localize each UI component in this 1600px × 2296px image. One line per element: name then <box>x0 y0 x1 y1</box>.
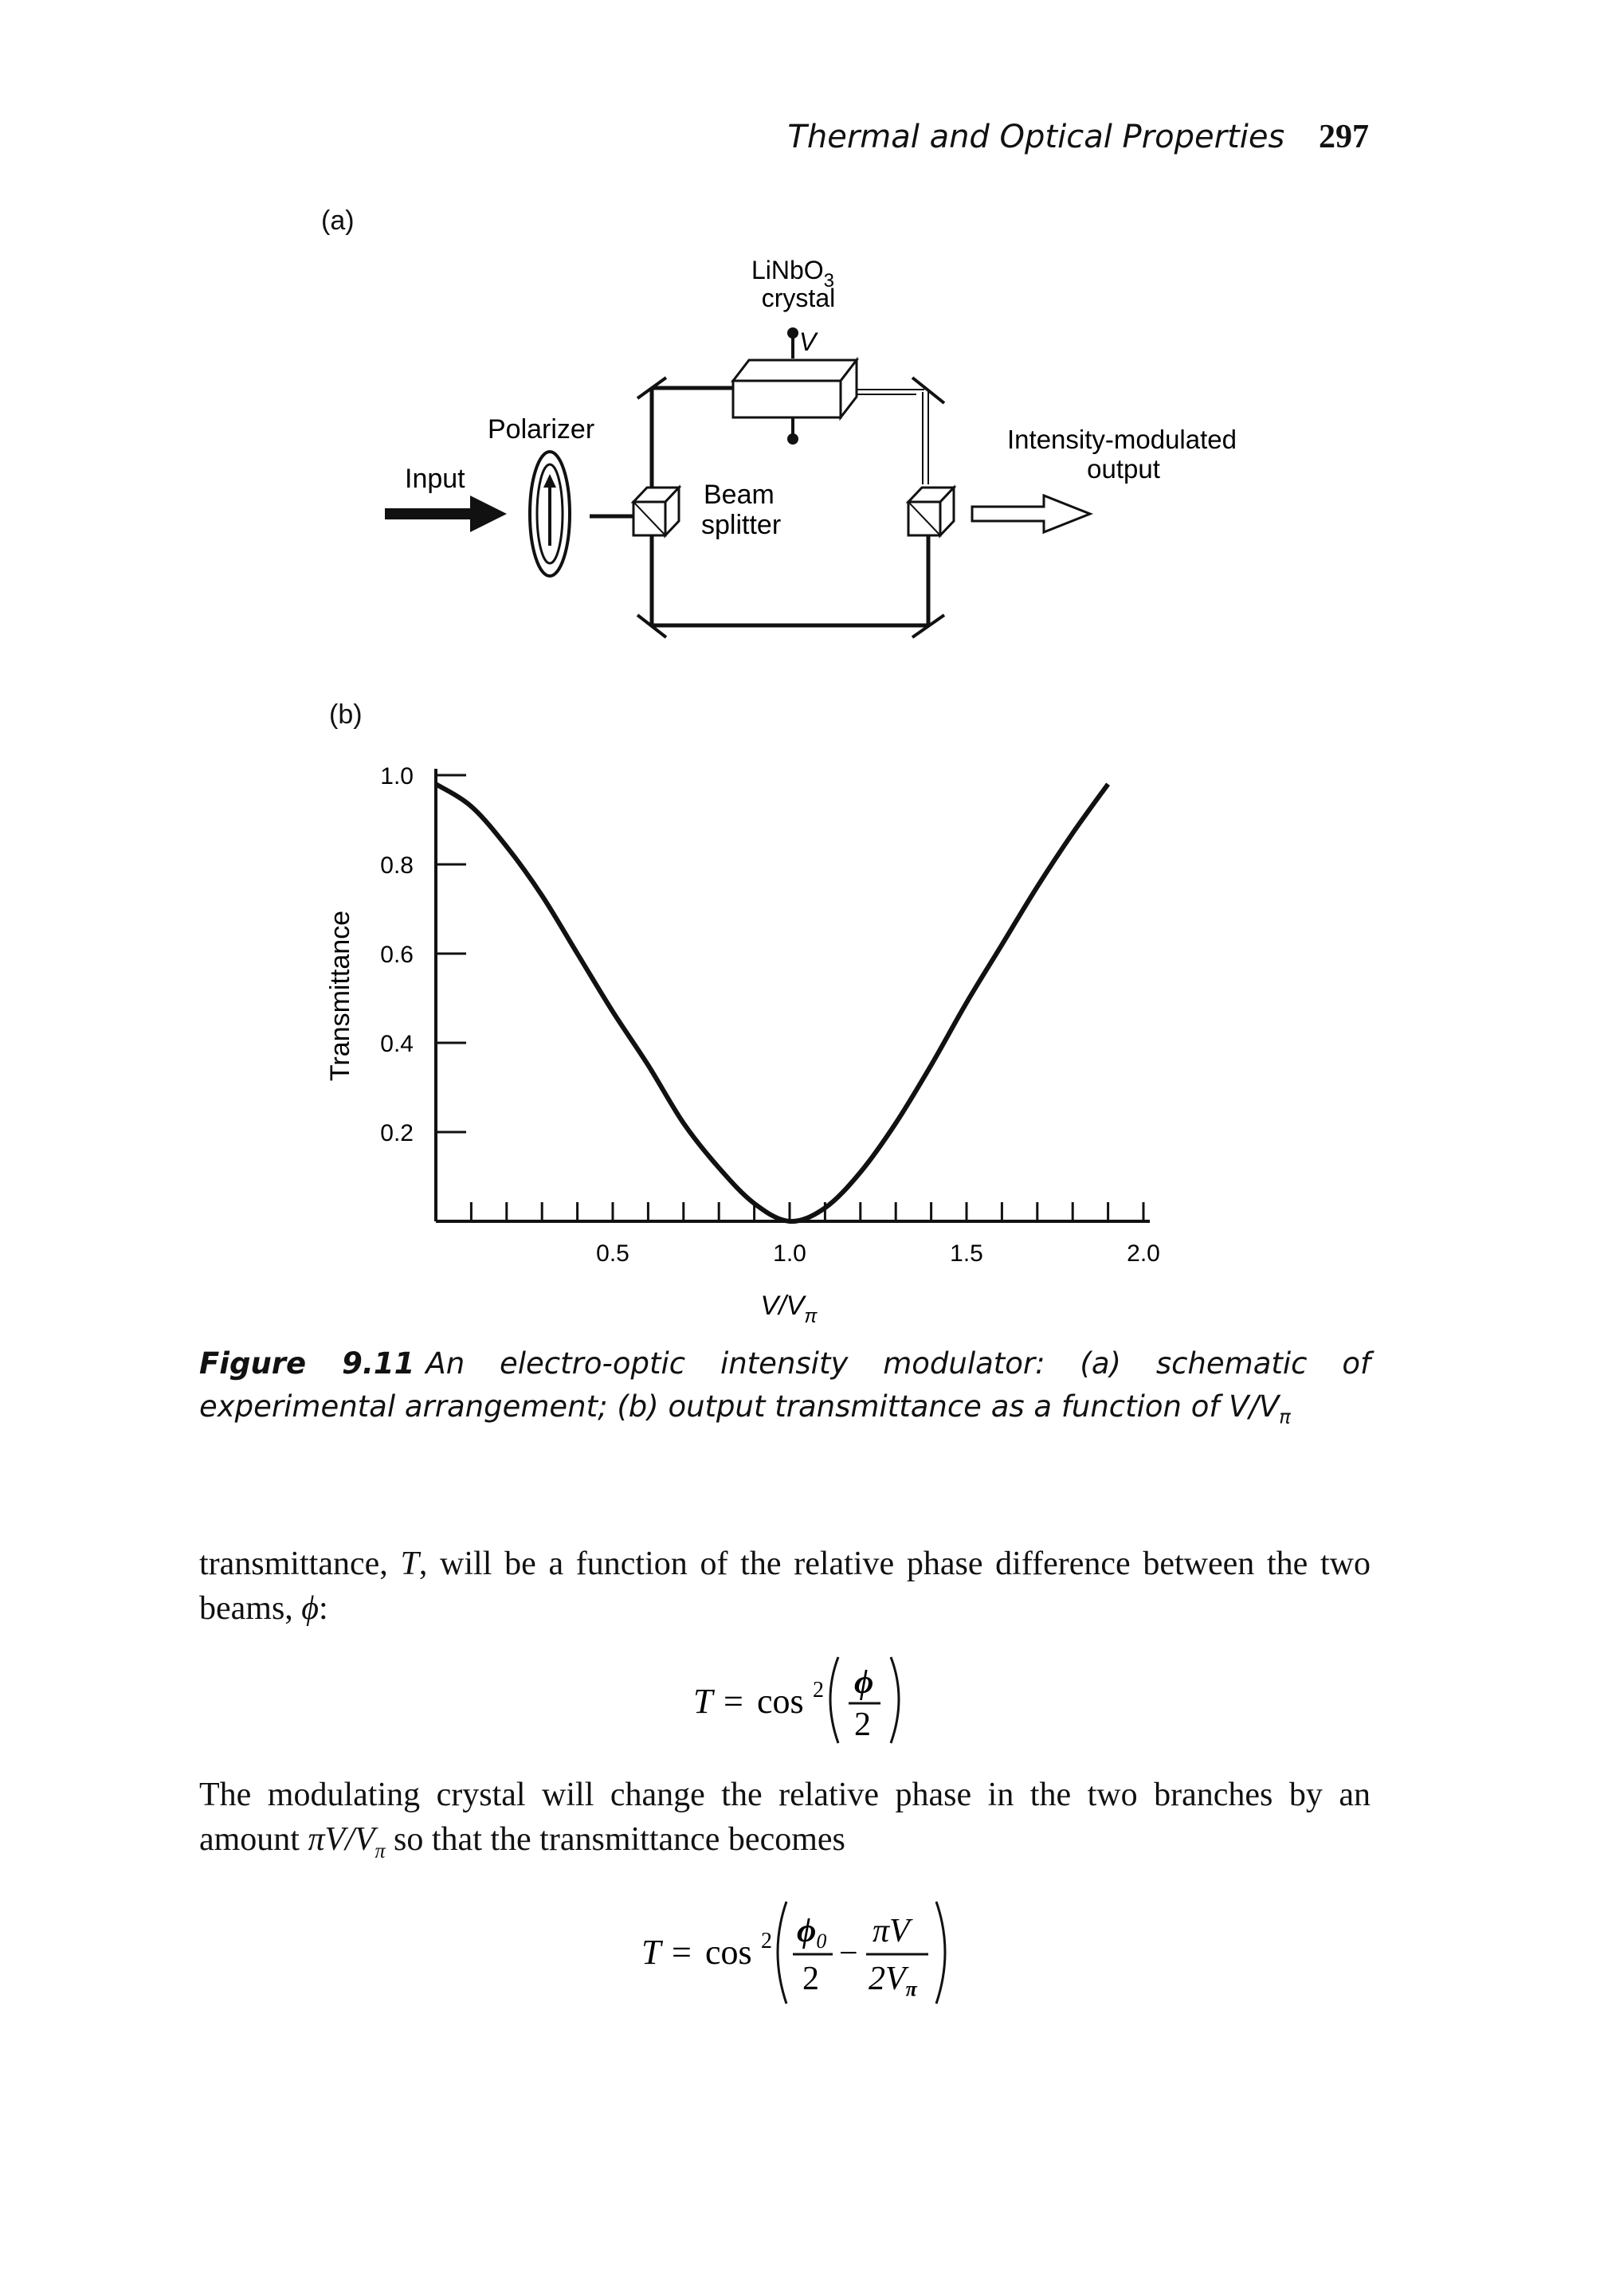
svg-text:ϕ: ϕ <box>854 1664 873 1701</box>
svg-text:−: − <box>839 1935 858 1972</box>
running-title: Thermal and Optical Properties <box>787 119 1285 155</box>
input-label: Input <box>405 464 465 494</box>
crystal-word-label: crystal <box>762 284 835 312</box>
svg-text:πV: πV <box>873 1913 913 1949</box>
svg-text:2: 2 <box>761 1929 772 1953</box>
polarizer-label: Polarizer <box>488 414 594 445</box>
running-header: Thermal and Optical Properties 297 <box>787 118 1369 156</box>
y-tick-label: 1.0 <box>380 763 414 789</box>
output-arrow-icon <box>971 493 1094 535</box>
y-tick-label: 0.6 <box>380 942 414 968</box>
beam-splitter-right-icon <box>905 484 957 539</box>
chart-ticks <box>436 774 1145 1221</box>
crystal-formula-label: LiNbO3 <box>751 256 834 292</box>
y-tick-label: 0.8 <box>380 852 414 879</box>
svg-text:cos: cos <box>757 1682 804 1721</box>
output-label-line1: Intensity-modulated <box>1007 425 1237 454</box>
y-tick-label: 0.2 <box>380 1120 414 1146</box>
panel-b-label: (b) <box>329 699 363 730</box>
mirror-top-right-icon <box>911 376 946 405</box>
svg-text:T: T <box>641 1933 664 1972</box>
equation-1: T = cos 2 ϕ 2 <box>693 1656 900 1744</box>
beam-splitter-left-icon <box>630 484 682 539</box>
body-paragraph-1: transmittance, T, will be a function of … <box>199 1546 1371 1627</box>
chart-axes <box>434 769 1150 1223</box>
modulator-schematic: LiNbO3 crystal V <box>385 256 1237 639</box>
x-tick-label: 2.0 <box>1127 1240 1160 1267</box>
output-label-line2: output <box>1087 454 1160 484</box>
left-paren <box>776 1901 788 2004</box>
x-tick-label: 1.5 <box>950 1240 983 1267</box>
crystal-block-icon <box>730 356 860 421</box>
right-paren <box>889 1656 900 1744</box>
x-tick-label: 1.0 <box>773 1240 806 1267</box>
svg-text:2: 2 <box>802 1961 819 1997</box>
y-tick-label: 0.4 <box>380 1031 414 1057</box>
panel-a-label: (a) <box>321 206 355 236</box>
svg-text:T: T <box>693 1682 716 1721</box>
svg-text:=: = <box>672 1933 692 1972</box>
transmittance-chart: 0.2 0.4 0.6 0.8 1.0 0.5 1.0 1.5 2.0 Transmittanc… <box>325 763 1160 1327</box>
right-paren <box>935 1901 947 2004</box>
equation-2: T = cos 2 ϕ0 2 − πV 2Vπ <box>641 1901 947 2004</box>
svg-text:cos: cos <box>705 1933 752 1972</box>
caption-subscript: π <box>1279 1405 1291 1428</box>
svg-text:2: 2 <box>854 1706 871 1743</box>
y-axis-label: Transmittance <box>325 911 355 1081</box>
chart-tick-labels: 0.2 0.4 0.6 0.8 1.0 0.5 1.0 1.5 2.0 <box>380 763 1160 1267</box>
caption-text: An electro-optic intensity modulator: (a… <box>199 1346 1371 1424</box>
page-number: 297 <box>1319 119 1369 155</box>
electrode-bottom-icon <box>787 433 798 445</box>
left-paren <box>829 1656 840 1744</box>
svg-text:ϕ0: ϕ0 <box>797 1913 826 1953</box>
voltage-label: V <box>799 327 818 356</box>
beam-label: Beam <box>704 480 775 510</box>
transmittance-curve <box>434 782 1111 1224</box>
splitter-label: splitter <box>701 510 781 540</box>
svg-text:2Vπ: 2Vπ <box>869 1961 918 2000</box>
body-paragraph-2: The modulating crystal will change the r… <box>199 1777 1371 1863</box>
caption-number: Figure 9.11 <box>199 1346 415 1381</box>
polarizer-icon <box>528 450 571 578</box>
x-tick-label: 0.5 <box>596 1240 629 1267</box>
x-axis-label: V/Vπ <box>761 1291 818 1327</box>
input-arrow-icon <box>385 496 507 532</box>
svg-text:2: 2 <box>813 1678 824 1702</box>
svg-text:=: = <box>724 1682 743 1721</box>
